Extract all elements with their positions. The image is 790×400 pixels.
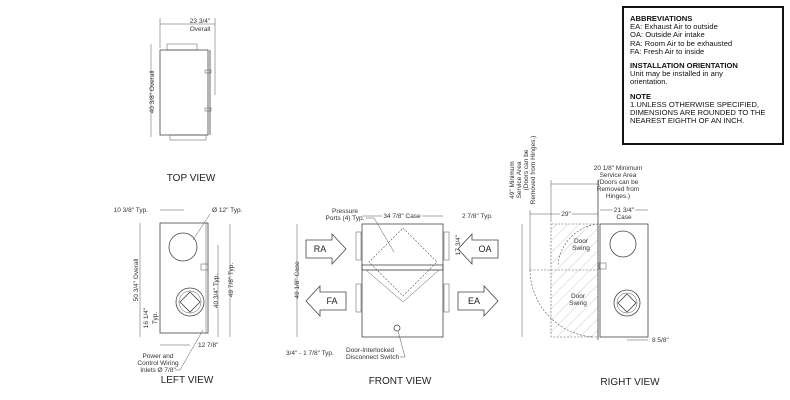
top-depth-dim: 40 3/8" Overall — [149, 70, 156, 113]
right-case-sub: Case — [616, 214, 632, 221]
right-sv-4: Removed from Hinges.) — [530, 136, 537, 205]
note-line-1: 1.UNLESS OTHERWISE SPECIFIED, — [630, 99, 759, 109]
left-d4: 40 3/4" Typ. — [213, 274, 220, 309]
ra-arrow — [305, 232, 347, 266]
front-pressure-1: Pressure — [332, 208, 358, 215]
top-width-dim: 23 3/4" — [190, 18, 211, 25]
install-line-2: orientation. — [630, 77, 668, 87]
abbrev-title: ABBREVIATIONS — [630, 14, 693, 23]
right-d29: 29" — [561, 211, 571, 218]
top-view: 23 3/4" Overall 40 3/8" Overall TOP VIEW — [149, 18, 216, 184]
left-d6b: Typ. — [152, 312, 159, 324]
left-d1: 10 3/8" Typ. — [114, 207, 149, 214]
right-d858: 8 5/8" — [652, 337, 669, 344]
note-line-3: NEAREST EIGHTH OF AN INCH. — [630, 116, 745, 126]
front-mid: 17 3/4" — [455, 234, 462, 255]
right-door1-1: Door — [574, 238, 589, 245]
left-d3: 50 3/4" Overall — [133, 258, 140, 301]
ea-label: EA — [468, 296, 480, 306]
front-case-w: 34 7/8" Case — [383, 213, 421, 220]
abbrev-fa: FA: Fresh Air to inside — [630, 46, 705, 56]
right-door2-1: Door — [571, 293, 586, 300]
left-wiring-3: Inlets Ø 7/8" — [140, 367, 176, 374]
right-door1-2: Swing — [572, 245, 590, 252]
note-title: NOTE — [630, 91, 652, 101]
left-view: 10 3/8" Typ. Ø 12" Typ. 50 3/4" Overall … — [114, 207, 243, 386]
front-switch-1: Door-Interlocked — [346, 347, 394, 354]
fa-arrow — [305, 284, 347, 318]
right-sh-3: (Doors can be — [598, 179, 639, 186]
left-view-title: LEFT VIEW — [161, 375, 214, 386]
front-view-title: FRONT VIEW — [369, 376, 432, 387]
top-width-sub: Overall — [190, 26, 211, 33]
ea-arrow — [457, 284, 499, 318]
right-sv-2: Service Area — [516, 161, 523, 198]
install-title: INSTALLATION ORIENTATION — [630, 61, 738, 71]
right-view: Door Swing Door Swing 49" Minimum Servic… — [509, 136, 669, 388]
right-view-title: RIGHT VIEW — [600, 377, 660, 388]
left-d5: 49 7/8" Typ. — [228, 263, 235, 298]
front-pressure-2: Ports (4) Typ. — [326, 215, 365, 222]
right-case: 21 3/4" — [614, 207, 635, 214]
fa-label: FA — [326, 296, 337, 306]
abbrev-ea: EA: Exhaust Air to outside — [630, 22, 718, 32]
abbrev-ra: RA: Room Air to be exhausted — [630, 38, 733, 48]
ra-label: RA — [314, 244, 327, 254]
front-switch-2: Disconnect Switch — [346, 354, 399, 361]
right-sv-3: (Doors can be — [523, 149, 530, 190]
right-sv-1: 49" Minimum — [509, 161, 516, 199]
right-sh-4: Removed from — [597, 186, 640, 193]
right-sh-2: Service Area — [600, 172, 637, 179]
left-d7: 12 7/8" — [198, 342, 219, 349]
right-sh-5: Hinges.) — [606, 193, 630, 200]
install-line-1: Unit may be installed in any — [630, 69, 723, 79]
right-sh-1: 20 1/8" Minimum — [594, 165, 643, 172]
note-line-2: DIMENSIONS ARE ROUNDED TO THE — [630, 108, 766, 118]
oa-label: OA — [478, 244, 491, 254]
left-wiring-2: Control Wiring — [137, 360, 179, 367]
oa-arrow — [457, 232, 499, 266]
front-case-h: 49 1/8" Case — [294, 261, 301, 299]
left-d6: 16 1/4" — [143, 307, 150, 328]
notes-box: ABBREVIATIONS EA: Exhaust Air to outside… — [622, 6, 784, 145]
right-door2-2: Swing — [569, 300, 587, 307]
top-view-title: TOP VIEW — [167, 173, 216, 184]
left-d2: Ø 12" Typ. — [212, 207, 243, 214]
left-wiring-1: Power and — [142, 353, 173, 360]
front-typ: 2 7/8" Typ. — [462, 213, 493, 220]
front-foot: 3/4" - 1 7/8" Typ. — [286, 350, 334, 357]
front-view: RA OA FA EA 34 7/8" Case 2 7/8" Typ. Pre… — [286, 208, 499, 387]
abbrev-oa: OA: Outside Air intake — [630, 30, 705, 40]
